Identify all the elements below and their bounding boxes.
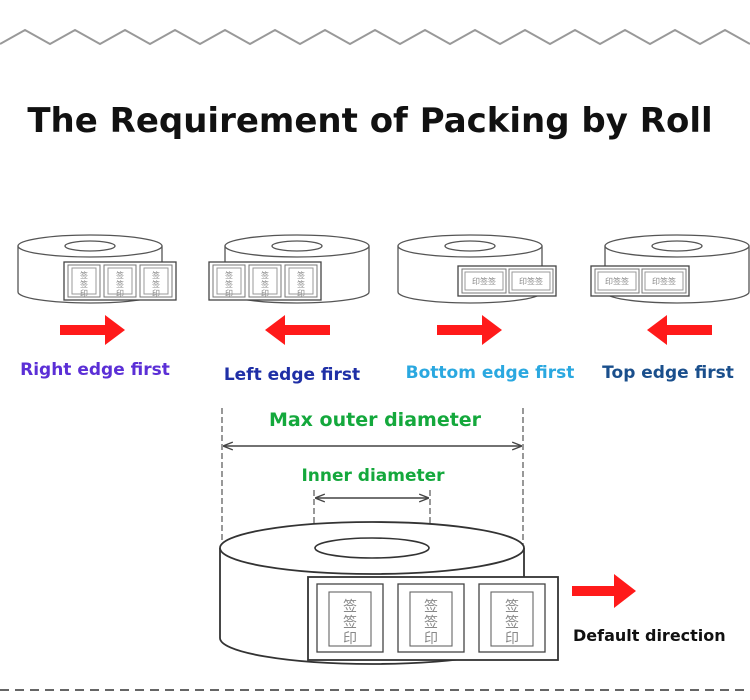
option-label-left-edge: Left edge first: [224, 365, 360, 385]
large-roll: 签 签 印 签 签 印 签 签 印: [219, 521, 559, 665]
svg-text:印签签: 印签签: [605, 276, 629, 286]
roll-top-edge-first: 印签签 印签签: [590, 234, 750, 304]
label-stamp: 签 签 印: [316, 583, 384, 653]
svg-text:签: 签: [424, 614, 438, 631]
label-stamp: 签 签 印: [212, 264, 246, 298]
svg-text:签: 签: [505, 614, 519, 631]
svg-text:签: 签: [152, 270, 160, 280]
label-stamp: 签 签 印: [284, 264, 318, 298]
svg-text:印: 印: [225, 289, 233, 298]
label-stamp: 签 签 印: [103, 264, 137, 298]
svg-text:印: 印: [505, 631, 519, 647]
max-outer-diameter-label: Max outer diameter: [269, 409, 482, 431]
arrow-right-icon: [572, 574, 636, 608]
svg-text:印签签: 印签签: [472, 276, 496, 286]
svg-text:签: 签: [80, 279, 88, 289]
option-label-top-edge: Top edge first: [602, 363, 734, 383]
svg-text:签: 签: [152, 279, 160, 289]
label-stamp: 印签签: [461, 268, 507, 294]
inner-diameter-label: Inner diameter: [301, 466, 445, 486]
label-stamp: 印签签: [594, 268, 640, 294]
svg-text:印签签: 印签签: [652, 276, 676, 286]
roll-left-edge-first: 签 签 印 签 签 印 签 签 印: [208, 234, 370, 304]
svg-text:签: 签: [297, 270, 305, 280]
dimension-max-outer: [221, 408, 524, 555]
svg-text:签: 签: [297, 279, 305, 289]
svg-text:印: 印: [152, 289, 160, 298]
option-label-right-edge: Right edge first: [20, 360, 170, 380]
svg-text:印: 印: [116, 289, 124, 298]
page-title: The Requirement of Packing by Roll: [27, 101, 712, 141]
zigzag-border: [0, 28, 750, 46]
svg-text:印: 印: [343, 631, 357, 647]
svg-text:签: 签: [343, 598, 357, 615]
arrow-left-icon: [647, 315, 712, 345]
arrow-left-icon: [265, 315, 330, 345]
label-stamp: 签 签 印: [139, 264, 173, 298]
label-stamp: 签 签 印: [248, 264, 282, 298]
label-stamp: 印签签: [641, 268, 687, 294]
default-direction-label: Default direction: [573, 626, 726, 645]
label-stamp: 签 签 印: [478, 583, 546, 653]
svg-text:签: 签: [225, 270, 233, 280]
svg-text:签: 签: [343, 614, 357, 631]
label-stamp: 签 签 印: [397, 583, 465, 653]
roll-right-edge-first: 签 签 印 签 签 印 签 签 印: [17, 234, 177, 304]
svg-text:印: 印: [297, 289, 305, 298]
svg-text:印签签: 印签签: [519, 276, 543, 286]
arrow-right-icon: [60, 315, 125, 345]
svg-text:印: 印: [261, 289, 269, 298]
roll-bottom-edge-first: 印签签 印签签: [397, 234, 557, 304]
svg-text:签: 签: [424, 598, 438, 615]
arrow-right-icon: [437, 315, 502, 345]
label-stamp: 签 签 印: [67, 264, 101, 298]
svg-text:签: 签: [505, 598, 519, 615]
option-label-bottom-edge: Bottom edge first: [406, 363, 575, 383]
label-stamp: 印签签: [508, 268, 554, 294]
svg-text:签: 签: [225, 279, 233, 289]
svg-text:签: 签: [80, 270, 88, 280]
svg-text:签: 签: [116, 270, 124, 280]
svg-text:印: 印: [80, 289, 88, 298]
svg-text:签: 签: [261, 270, 269, 280]
svg-text:签: 签: [116, 279, 124, 289]
svg-text:签: 签: [261, 279, 269, 289]
svg-text:印: 印: [424, 631, 438, 647]
